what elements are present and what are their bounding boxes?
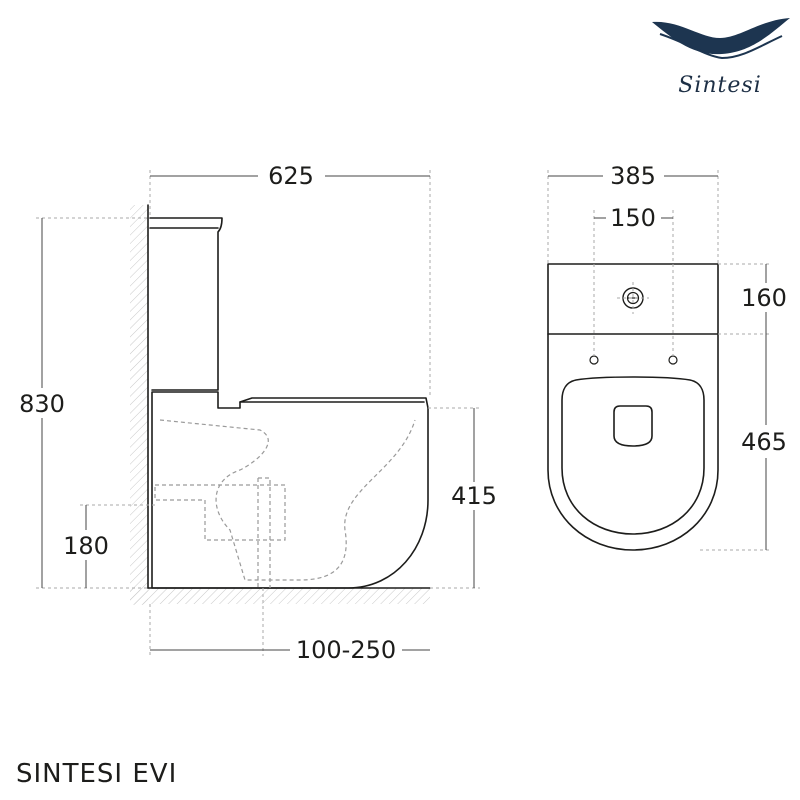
dimension-tank-depth: 160 — [741, 284, 787, 312]
wall-hatch — [130, 205, 148, 605]
hinge-hole-right — [668, 355, 678, 365]
dimension-bowl-length: 465 — [741, 428, 787, 456]
wave-logo-icon — [652, 18, 790, 55]
dimension-length: 625 — [268, 162, 314, 190]
dimension-outlet-offset: 100-250 — [296, 636, 396, 664]
bowl-outline — [151, 391, 429, 589]
floor-hatch — [130, 588, 430, 604]
brand-logo: Sintesi — [652, 18, 790, 98]
dimension-inlet-spacing: 150 — [610, 204, 656, 232]
top-view: 385 150 160 465 — [547, 162, 787, 551]
drain-hole — [613, 405, 653, 447]
flush-button-icon — [617, 282, 649, 314]
dimension-outlet-height: 180 — [63, 532, 109, 560]
seat-opening — [561, 376, 705, 535]
hinge-hole-left — [589, 355, 599, 365]
dimension-height: 830 — [19, 390, 65, 418]
dimension-seat-height: 415 — [451, 482, 497, 510]
trapway-hidden — [159, 419, 416, 581]
top-outline — [547, 263, 719, 551]
cistern-outline — [149, 217, 223, 391]
brand-name: Sintesi — [678, 73, 761, 98]
model-name: SINTESI EVI — [16, 759, 177, 789]
side-view: 625 830 415 180 100-250 — [19, 162, 497, 664]
dimension-width: 385 — [610, 162, 656, 190]
